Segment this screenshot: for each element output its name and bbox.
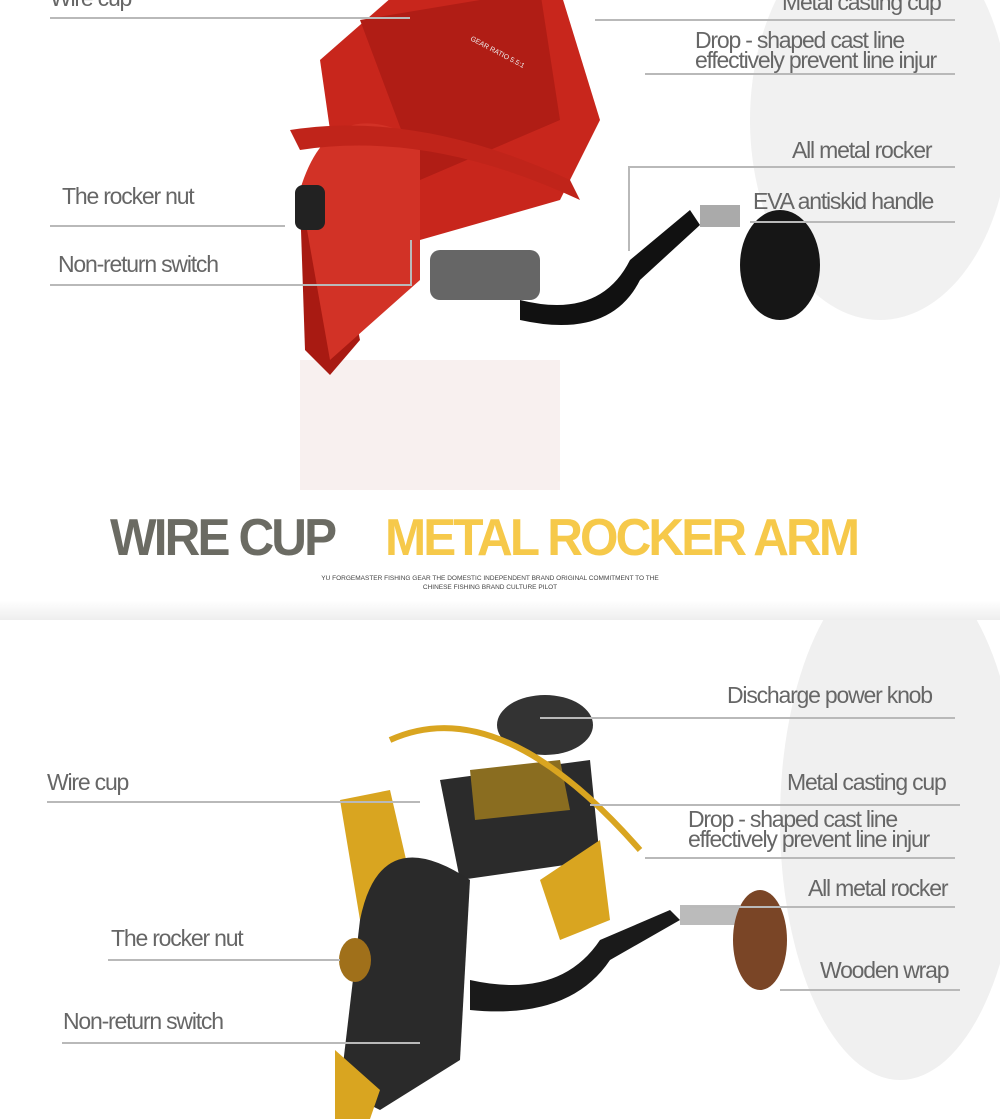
leader-line — [750, 221, 955, 223]
label-non-return: Non-return switch — [63, 1008, 224, 1034]
banner-subtitle: YU FORGEMASTER FISHING GEAR THE DOMESTIC… — [300, 574, 680, 592]
leader-line — [628, 166, 630, 251]
label-drop-line-2: effectively prevent line injur — [695, 47, 937, 73]
label-discharge-knob: Discharge power knob — [727, 682, 933, 708]
label-all-metal-rocker: All metal rocker — [808, 875, 948, 901]
label-drop-line-1: Drop - shaped cast line — [688, 806, 898, 832]
leader-line — [645, 857, 955, 859]
label-metal-casting-cup: Metal casting cup — [782, 0, 942, 15]
label-handle: EVA antiskid handle — [753, 188, 934, 214]
leader-line — [630, 166, 955, 168]
leader-line — [590, 804, 960, 806]
subtitle-line: CHINESE FISHING BRAND CULTURE PILOT — [422, 584, 558, 591]
label-all-metal-rocker: All metal rocker — [792, 137, 932, 163]
label-metal-casting-cup: Metal casting cup — [787, 769, 947, 795]
label-wire-cup: Wire cup — [50, 0, 132, 10]
label-rocker-nut: The rocker nut — [62, 183, 195, 209]
label-wooden-wrap: Wooden wrap — [820, 957, 949, 983]
red-reel-image: GEAR RATIO 5.5:1 — [290, 0, 1000, 490]
banner — [0, 490, 1000, 620]
leader-line — [780, 989, 960, 991]
label-drop-line-1: Drop - shaped cast line — [695, 27, 905, 53]
leader-line — [108, 959, 340, 961]
label-rocker-nut: The rocker nut — [111, 925, 244, 951]
leader-line — [47, 801, 420, 803]
subtitle-line: YU FORGEMASTER FISHING GEAR THE DOMESTIC… — [321, 575, 659, 582]
banner-title-gray: WIRE CUP — [110, 509, 337, 567]
label-wire-cup: Wire cup — [47, 769, 129, 795]
leader-line — [50, 225, 285, 227]
leader-line — [645, 73, 955, 75]
leader-line — [50, 284, 412, 286]
label-non-return: Non-return switch — [58, 251, 219, 277]
leader-line — [540, 717, 955, 719]
label-drop-line-2: effectively prevent line injur — [688, 826, 930, 852]
leader-line — [410, 240, 412, 286]
leader-line — [62, 1042, 420, 1044]
black-gold-reel-image — [335, 620, 1000, 1119]
leader-line — [595, 19, 955, 21]
leader-line — [50, 17, 410, 19]
leader-line — [690, 906, 955, 908]
banner-title-yellow: METAL ROCKER ARM — [385, 509, 860, 567]
